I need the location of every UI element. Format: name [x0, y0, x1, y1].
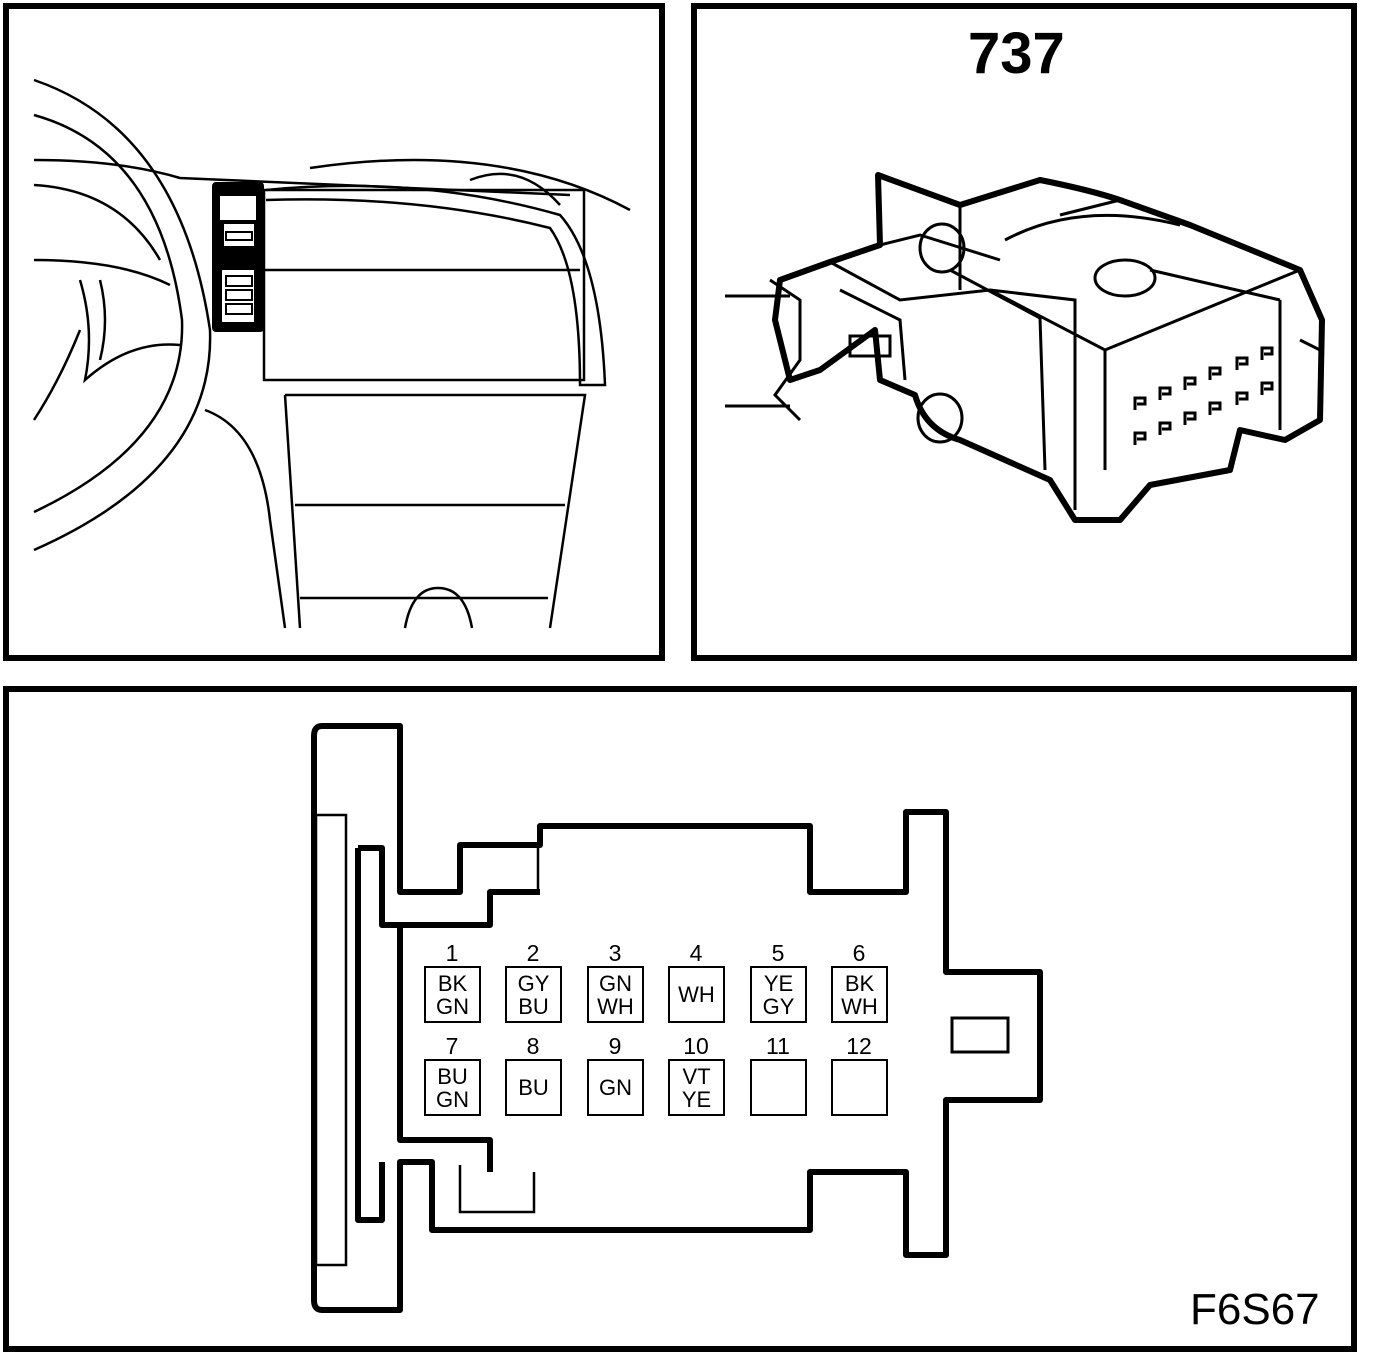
pin-cavity: GN: [587, 1059, 644, 1116]
wire-color-label: BK: [437, 970, 468, 996]
wire-color-label: BU: [518, 1075, 549, 1100]
pin-number: 7: [445, 1033, 459, 1059]
wire-color-label: BU: [437, 1063, 468, 1089]
location-view-panel: [3, 3, 665, 661]
pin-number: 12: [846, 1033, 872, 1059]
pin-number: 11: [766, 1033, 790, 1059]
wire-color-label: WH: [841, 993, 878, 1019]
wire-color-label: GN: [436, 1086, 469, 1112]
connector-number: 737: [968, 21, 1065, 86]
pin-number: 2: [526, 940, 540, 966]
pin-number: 4: [689, 940, 703, 966]
wire-color-label: YE: [763, 970, 794, 996]
connector-3d-panel: [691, 3, 1357, 661]
wire-color-label: BU: [518, 993, 549, 1019]
wire-color-label: GN: [599, 970, 632, 996]
wire-color-label: WH: [597, 993, 634, 1019]
wire-color-label: GY: [762, 993, 795, 1019]
wire-color-label: GN: [599, 1075, 632, 1100]
wire-color-label: GN: [436, 993, 469, 1019]
pin-cavity: [750, 1059, 807, 1116]
pin-number: 1: [445, 940, 459, 966]
figure-code: F6S67: [1190, 1285, 1320, 1334]
wire-color-label: YE: [681, 1086, 712, 1112]
pin-cavity: [831, 1059, 888, 1116]
wire-color-label: WH: [678, 982, 715, 1007]
wire-color-label: VT: [682, 1063, 711, 1089]
pin-number: 3: [608, 940, 622, 966]
pin-cavity: BU: [505, 1059, 562, 1116]
pin-cavity: WH: [668, 966, 725, 1023]
wire-color-label: BK: [844, 970, 875, 996]
pin-number: 10: [683, 1033, 709, 1059]
pin-number: 9: [608, 1033, 622, 1059]
pin-number: 8: [526, 1033, 540, 1059]
pin-number: 5: [771, 940, 785, 966]
wire-color-label: GY: [517, 970, 550, 996]
pin-number: 6: [852, 940, 866, 966]
